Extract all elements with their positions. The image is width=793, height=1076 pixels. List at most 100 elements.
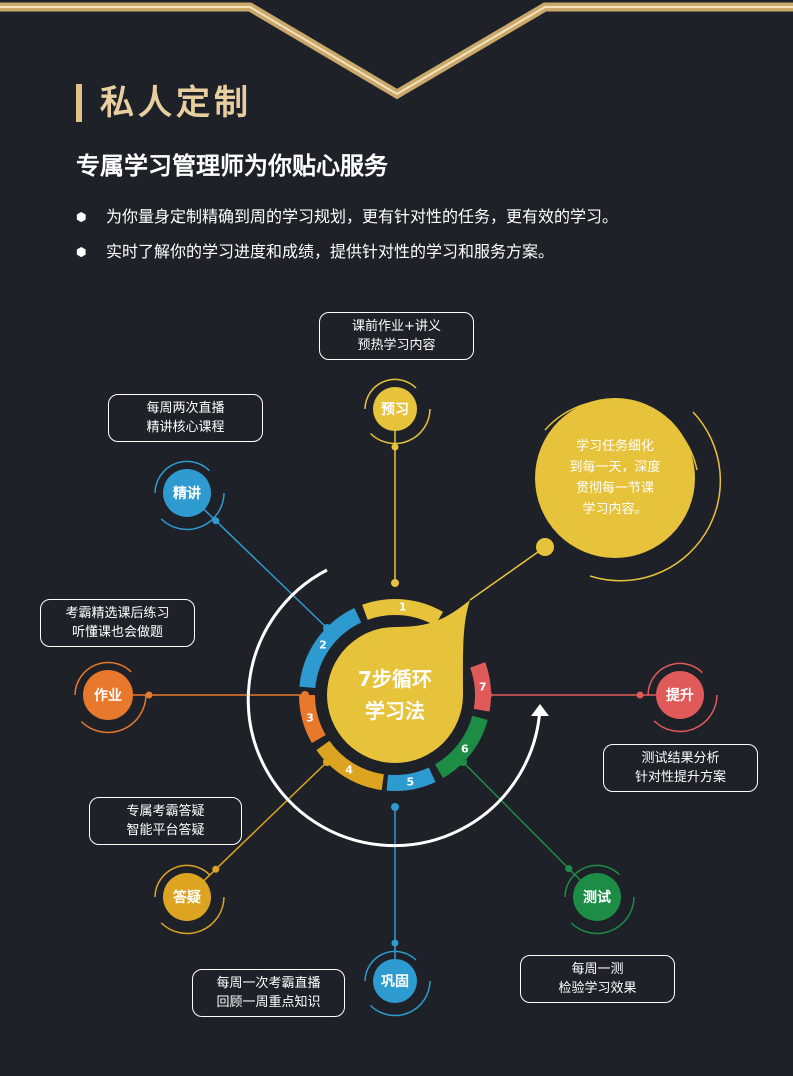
connector-6 xyxy=(462,761,598,898)
ring-segment-5 xyxy=(386,767,436,791)
step-callout-2: 每周两次直播精讲核心课程 xyxy=(108,394,263,442)
hexagon-bullet-icon: ⬢ xyxy=(76,245,87,259)
connector-2 xyxy=(186,492,328,629)
hexagon-bullet-icon: ⬢ xyxy=(76,210,87,224)
step-node-outer-ring-2 xyxy=(160,492,225,531)
subtitle: 专属学习管理师为你贴心服务 xyxy=(76,152,388,180)
step-node-outer-ring-3 xyxy=(80,694,147,734)
connector-dot-6 xyxy=(565,865,573,873)
ring-pointer-5 xyxy=(391,803,399,811)
center-drop-shape xyxy=(327,398,722,763)
step-node-2 xyxy=(163,469,211,517)
callout-line: 考霸精选课后练习 xyxy=(65,606,170,621)
section-accent-bar xyxy=(76,84,82,122)
step-node-4 xyxy=(163,873,211,921)
bullet-text: 为你量身定制精确到周的学习规划，更有针对性的任务，更有效的学习。 xyxy=(106,207,619,226)
drop-connector xyxy=(469,546,546,601)
step-node-5 xyxy=(373,959,417,1003)
step-ring xyxy=(299,599,491,791)
step-node-outer-ring-6 xyxy=(570,896,635,935)
step-label-1: 预习 xyxy=(381,402,409,418)
ring-segment-1 xyxy=(362,599,443,626)
step-node-ring-6 xyxy=(564,864,620,898)
step-callout-1: 课前作业+讲义预热学习内容 xyxy=(319,312,474,360)
step-callout-6: 每周一测检验学习效果 xyxy=(520,955,675,1003)
step-label-6: 测试 xyxy=(583,890,611,906)
step-node-outer-ring-7 xyxy=(653,694,718,733)
bullet-item: ⬢ 实时了解你的学习进度和成绩，提供针对性的学习和服务方案。 xyxy=(76,240,554,264)
desc-circle-ring-inner xyxy=(544,399,698,471)
step-node-ring-4 xyxy=(154,864,210,898)
step-node-ring-1 xyxy=(364,378,417,410)
connector-dot-5 xyxy=(391,939,399,947)
step-label-4: 答疑 xyxy=(173,890,201,906)
step-node-7 xyxy=(656,671,704,719)
step-node-ring-3 xyxy=(74,661,132,696)
outer-white-arc xyxy=(246,568,542,848)
center-drop xyxy=(327,600,470,763)
ring-segment-2 xyxy=(299,607,362,689)
callout-line: 预热学习内容 xyxy=(357,338,436,353)
top-decoration xyxy=(0,2,793,100)
step-node-1 xyxy=(373,387,417,431)
step-node-outer-ring-1 xyxy=(369,408,431,445)
step-callout-5: 每周一次考霸直播回顾一周重点知识 xyxy=(192,969,345,1017)
callout-line: 每周一次考霸直播 xyxy=(216,976,321,991)
callout-line: 智能平台答疑 xyxy=(126,823,205,838)
callout-line: 专属考霸答疑 xyxy=(126,804,205,819)
callout-line: 课前作业+讲义 xyxy=(352,319,441,334)
step-callout-3: 考霸精选课后练习听懂课也会做题 xyxy=(40,599,195,647)
step-callout-4: 专属考霸答疑智能平台答疑 xyxy=(89,797,242,845)
step-node-3 xyxy=(83,670,133,720)
daily-task-description: 学习任务细化 到每一天，深度 贯彻每一节课 学习内容。 xyxy=(569,439,661,517)
connector-4 xyxy=(186,761,328,898)
ring-segment-3 xyxy=(299,694,326,743)
ring-segment-4 xyxy=(316,740,385,791)
connector-dot-4 xyxy=(212,865,220,873)
step-number-1: 1 xyxy=(398,600,407,614)
step-node-ring-7 xyxy=(647,662,703,696)
step-node-outer-ring-4 xyxy=(160,896,225,935)
outer-arcs xyxy=(246,568,549,848)
callout-line: 测试结果分析 xyxy=(641,751,720,766)
step-node-ring-5 xyxy=(364,950,417,982)
desc-circle xyxy=(535,398,695,558)
connector-dot-3 xyxy=(145,691,153,699)
step-label-3: 作业 xyxy=(94,688,122,704)
callout-line: 听懂课也会做题 xyxy=(71,625,163,640)
callout-line: 回顾一周重点知识 xyxy=(216,995,321,1010)
callout-line: 针对性提升方案 xyxy=(634,770,726,785)
ring-segment-7 xyxy=(470,662,491,712)
step-label-2: 精讲 xyxy=(173,486,201,502)
arc-arrow-head xyxy=(531,704,549,716)
step-number-6: 6 xyxy=(460,742,469,756)
center-label: 7步循环 学习法 xyxy=(358,667,432,723)
callout-line: 每周一测 xyxy=(571,962,624,977)
step-node-outer-ring-5 xyxy=(369,980,431,1017)
bullet-item: ⬢ 为你量身定制精确到周的学习规划，更有针对性的任务，更有效的学习。 xyxy=(76,205,618,229)
callout-line: 检验学习效果 xyxy=(558,981,637,996)
step-node-ring-2 xyxy=(154,460,210,494)
connector-dot-2 xyxy=(212,517,220,525)
step-number-5: 5 xyxy=(406,775,415,789)
desc-circle-ring-outer xyxy=(589,411,722,582)
step-label-5: 巩固 xyxy=(381,974,409,990)
bullet-text: 实时了解你的学习进度和成绩，提供针对性的学习和服务方案。 xyxy=(106,242,555,261)
step-label-7: 提升 xyxy=(666,688,694,704)
section-title: 私人定制 xyxy=(100,83,252,123)
step-nodes xyxy=(74,378,718,1017)
ring-pointer-1 xyxy=(391,579,399,587)
connector-dot-7 xyxy=(636,691,644,699)
callout-line: 每周两次直播 xyxy=(146,401,225,416)
step-number-7: 7 xyxy=(478,680,487,694)
step-number-3: 3 xyxy=(306,711,314,725)
ring-segment-6 xyxy=(434,715,488,779)
connector-dot-1 xyxy=(391,443,399,451)
step-number-2: 2 xyxy=(319,638,327,652)
step-node-6 xyxy=(573,873,621,921)
step-callout-7: 测试结果分析针对性提升方案 xyxy=(603,744,758,792)
drop-connector-dot xyxy=(536,538,554,556)
step-number-4: 4 xyxy=(345,763,353,777)
callout-line: 精讲核心课程 xyxy=(146,420,225,435)
